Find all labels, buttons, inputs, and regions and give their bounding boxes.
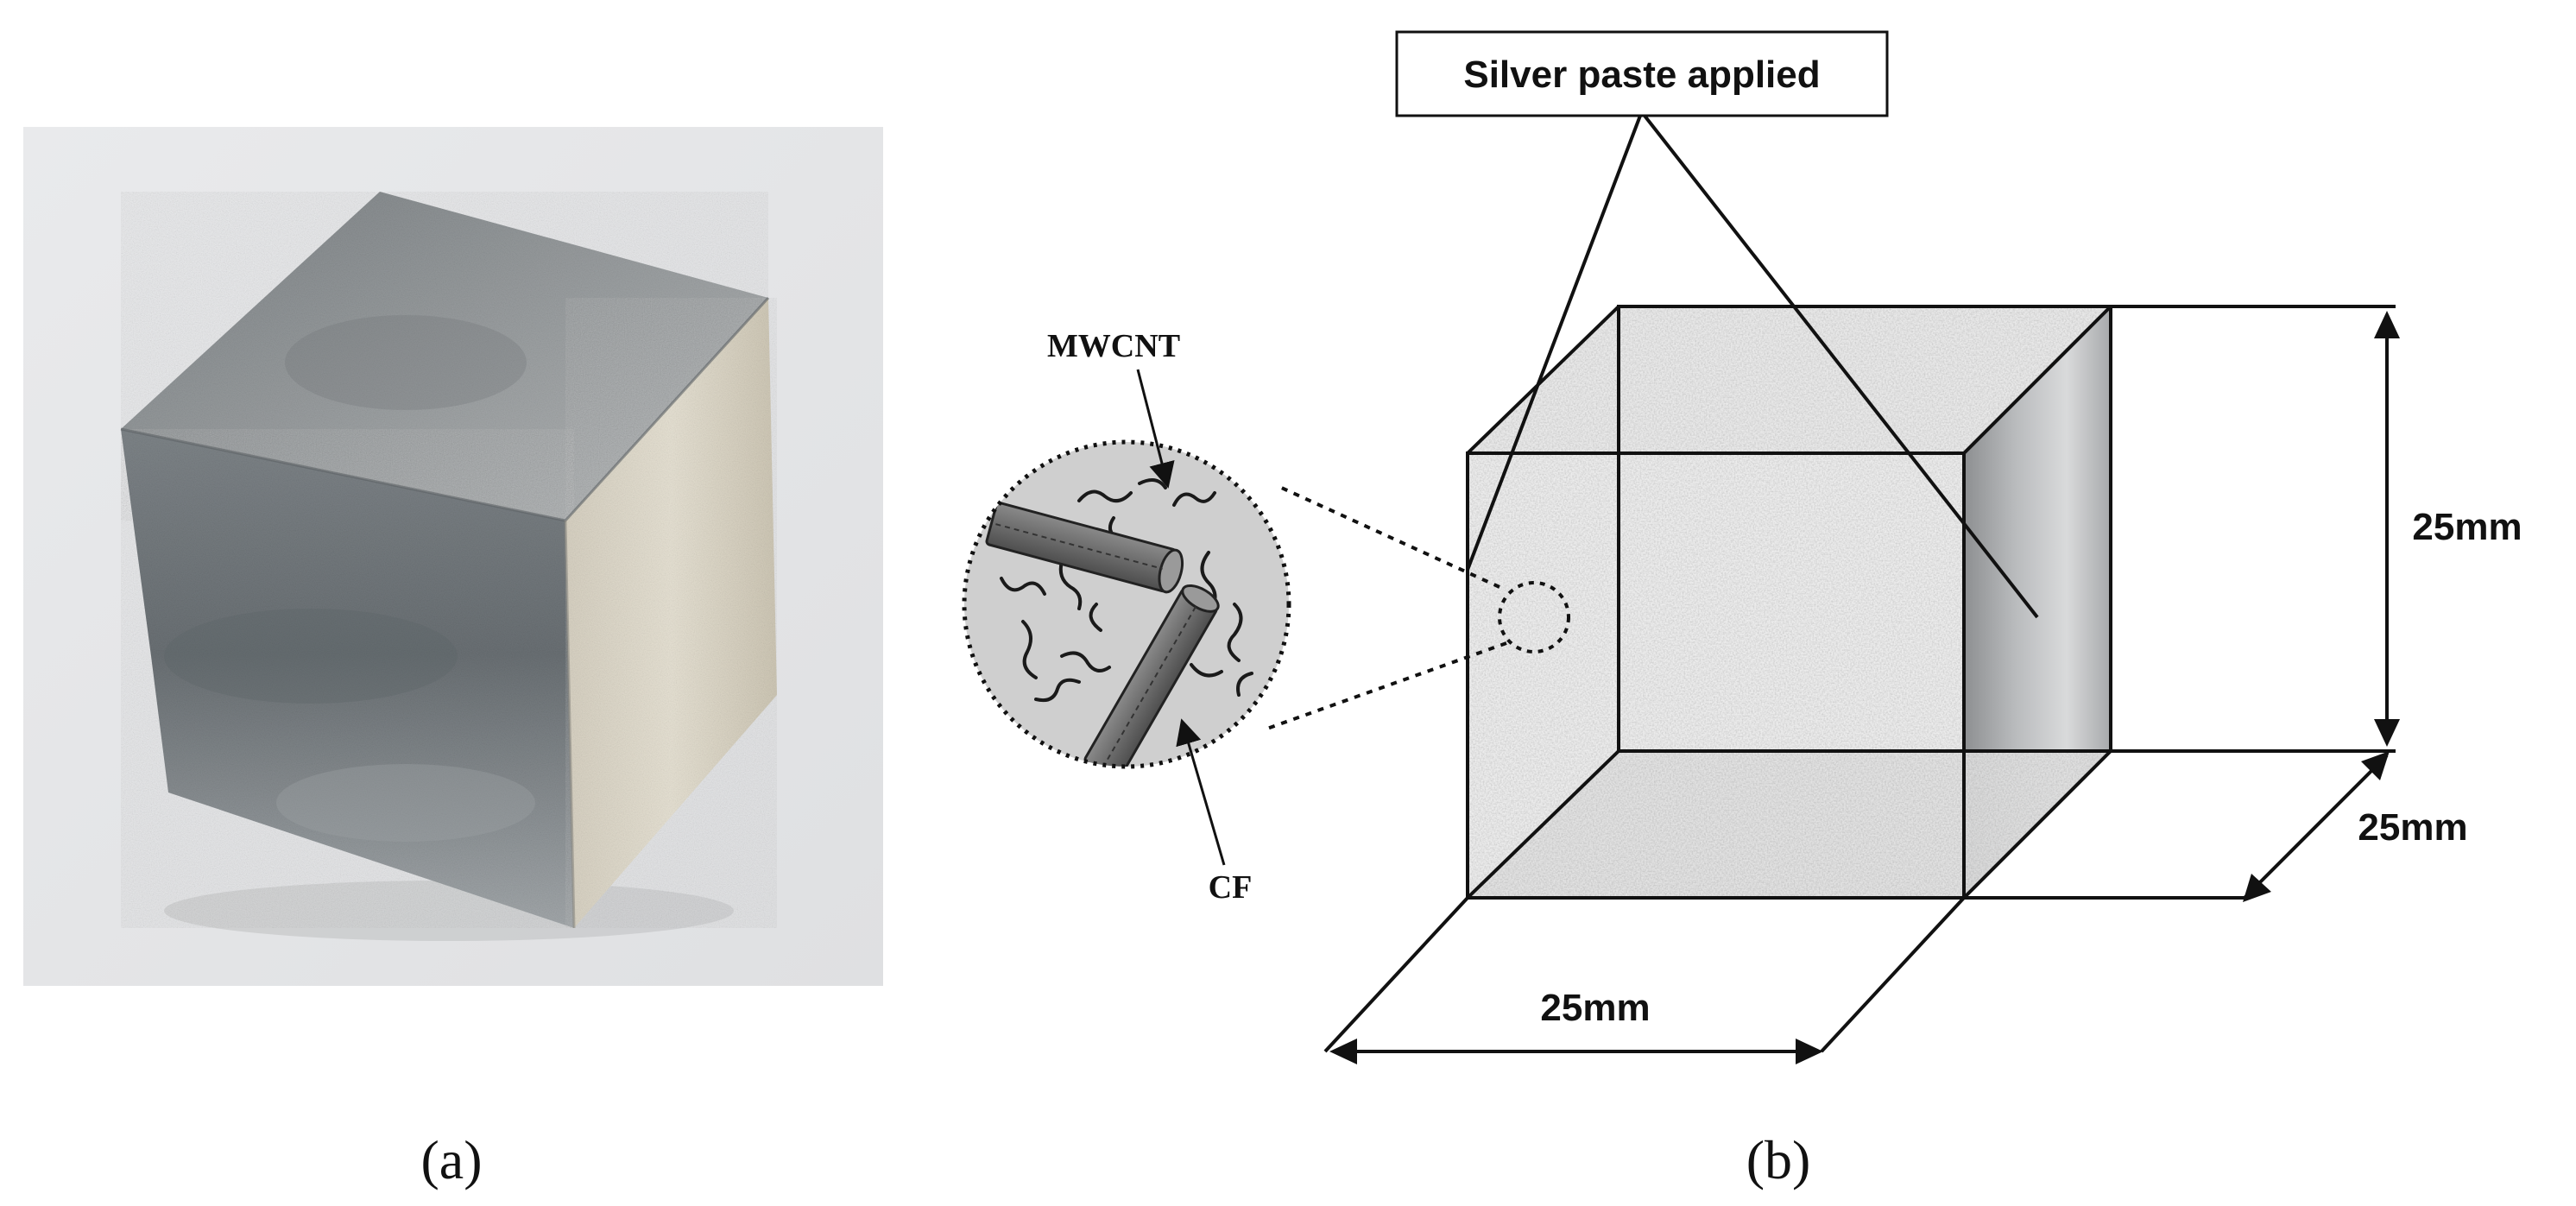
cube-side-face	[565, 298, 777, 928]
width-label: 25mm	[1540, 987, 1650, 1029]
cf-arrow	[1176, 718, 1226, 866]
panel-a-photo	[23, 127, 883, 986]
cube-stain	[164, 609, 458, 704]
depth-dimension	[1964, 749, 2390, 902]
callout-box	[1395, 30, 1889, 117]
zoom-projection-line	[1277, 484, 1500, 589]
zoom-projection-line	[1264, 641, 1507, 731]
cube-stain	[276, 764, 535, 842]
panel-b-diagram: Silver paste applied	[962, 30, 2522, 1064]
cf-label: CF	[1209, 869, 1253, 906]
panel-b-caption: (b)	[1746, 1129, 1811, 1190]
depth-label: 25mm	[2358, 806, 2467, 849]
panel-a-caption: (a)	[420, 1129, 482, 1190]
height-label: 25mm	[2412, 506, 2522, 548]
callout-label: Silver paste applied	[1463, 54, 1820, 96]
mwcnt-label: MWCNT	[1047, 328, 1180, 364]
inset-border	[962, 439, 1291, 769]
cube-top-face	[1468, 306, 2111, 453]
carbon-fiber	[985, 502, 1184, 594]
cube-front-face	[121, 429, 574, 928]
zoom-region-marker	[1498, 581, 1570, 654]
carbon-fiber	[1083, 584, 1220, 767]
microstructure-inset	[962, 439, 1291, 769]
cube-bottom-face	[1468, 751, 2111, 898]
callout-leader-right	[1643, 114, 2039, 619]
cube-edge	[564, 520, 576, 929]
callout-leader-left	[1466, 115, 1642, 571]
cube-wireframe	[1466, 305, 2112, 900]
width-dimension	[1323, 896, 1966, 1064]
mwcnt-arrow	[1136, 369, 1175, 489]
height-dimension	[2111, 305, 2400, 753]
cube-shadow	[164, 881, 734, 941]
cube-top-face	[121, 192, 768, 521]
cube-stain	[285, 315, 527, 410]
